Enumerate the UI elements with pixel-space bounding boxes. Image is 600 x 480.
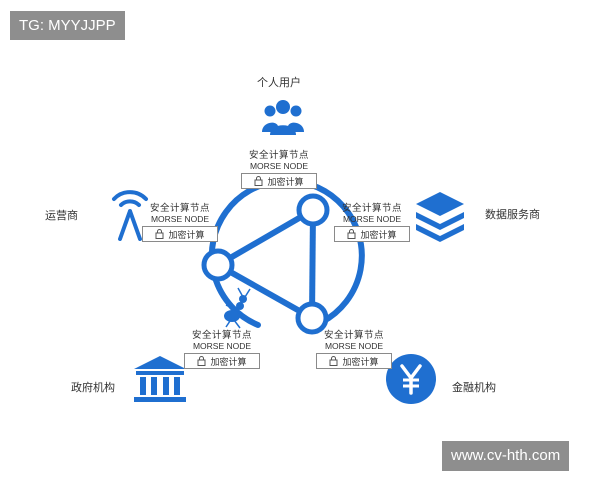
node-card-bottom-right: 安全计算节点 MORSE NODE 加密计算: [313, 330, 395, 369]
node-card-bottom-left: 安全计算节点 MORSE NODE 加密计算: [181, 330, 263, 369]
node-badge-label: 加密计算: [168, 230, 205, 241]
node-subtitle: MORSE NODE: [324, 341, 384, 351]
network-node-bottom: [295, 301, 329, 335]
node-card-top: 安全计算节点 MORSE NODE 加密计算: [238, 150, 320, 189]
financial-label: 金融机构: [452, 381, 496, 394]
lock-icon: [329, 356, 338, 366]
watermark-bottom-right: www.cv-hth.com: [442, 441, 570, 471]
data-provider-label: 数据服务商: [485, 208, 540, 221]
node-card-right: 安全计算节点 MORSE NODE 加密计算: [331, 203, 413, 242]
network-node-left: [201, 248, 235, 282]
lock-icon: [347, 229, 356, 239]
antenna-icon: [112, 190, 148, 241]
network-edge-top-left: [216, 207, 315, 268]
node-badge: 加密计算: [184, 353, 260, 369]
node-badge-label: 加密计算: [210, 357, 247, 368]
node-title: 安全计算节点: [191, 330, 252, 341]
personal-user-label: 个人用户: [257, 76, 301, 89]
node-subtitle: MORSE NODE: [150, 214, 210, 224]
lock-icon: [155, 229, 164, 239]
node-subtitle: MORSE NODE: [249, 161, 309, 171]
node-title: 安全计算节点: [248, 150, 309, 161]
layers-stack-icon: [416, 192, 464, 242]
node-badge: 加密计算: [142, 226, 218, 242]
node-badge-label: 加密计算: [360, 230, 397, 241]
yen-coin-icon: [386, 354, 436, 404]
node-card-left: 安全计算节点 MORSE NODE 加密计算: [139, 203, 221, 242]
node-badge: 加密计算: [316, 353, 392, 369]
network-edge-top-bottom: [309, 209, 316, 319]
node-title: 安全计算节点: [149, 203, 210, 214]
node-subtitle: MORSE NODE: [342, 214, 402, 224]
users-icon: [262, 100, 304, 135]
government-label: 政府机构: [71, 381, 115, 394]
node-title: 安全计算节点: [323, 330, 384, 341]
operator-label: 运营商: [45, 209, 78, 222]
lock-icon: [197, 356, 206, 366]
node-badge-label: 加密计算: [342, 357, 379, 368]
government-building-icon: [134, 356, 186, 402]
node-badge: 加密计算: [334, 226, 410, 242]
lock-icon: [254, 176, 263, 186]
node-badge: 加密计算: [241, 173, 317, 189]
watermark-top-left: TG: MYYJJPP: [10, 11, 125, 40]
node-subtitle: MORSE NODE: [192, 341, 252, 351]
node-title: 安全计算节点: [341, 203, 402, 214]
ant-icon: [224, 287, 251, 329]
node-badge-label: 加密计算: [267, 177, 304, 188]
network-node-top: [296, 193, 330, 227]
network-edge-left-bottom: [216, 262, 314, 321]
